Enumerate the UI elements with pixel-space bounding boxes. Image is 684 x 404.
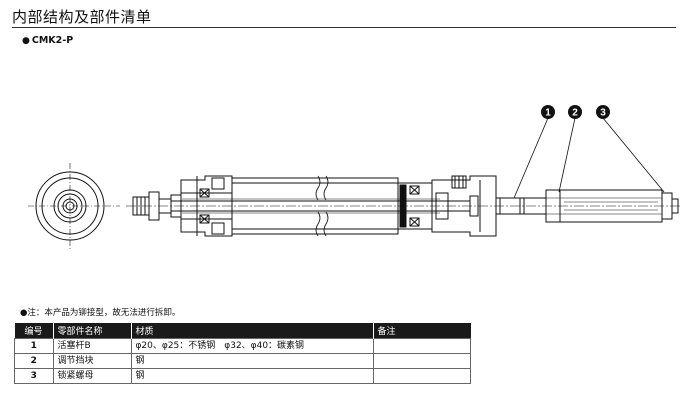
end-view (28, 163, 120, 250)
riveted-note: ●注：本产品为铆接型，故无法进行拆卸。 (20, 308, 181, 318)
cylinder-tube (231, 175, 399, 237)
rod-end-left (132, 191, 182, 221)
header-part-name: 零部件名称 (52, 323, 131, 339)
table-header-row: 编号 零部件名称 材质 备注 (14, 323, 471, 339)
title-rule (12, 27, 676, 28)
lock-nut (661, 192, 679, 220)
model-label: ●CMK2-P (22, 35, 73, 46)
page-title: 内部结构及部件清单 (12, 8, 152, 26)
row-part-name: 锁紧螺母 (52, 368, 132, 384)
row-number: 3 (14, 368, 54, 384)
front-cover (180, 175, 233, 237)
callout-1: 1 (541, 105, 555, 119)
piston-rod (171, 198, 470, 214)
header-number: 编号 (14, 323, 53, 339)
parts-table: 编号 零部件名称 材质 备注 1 活塞杆B φ20、φ25：不锈钢 φ32、φ4… (14, 323, 471, 384)
row-remark (372, 368, 471, 384)
row-number: 2 (14, 353, 54, 369)
svg-text:2: 2 (572, 108, 578, 119)
callout-2: 2 (568, 105, 582, 119)
table-row: 2 调节挡块 钢 (14, 353, 471, 369)
table-row: 3 锁紧螺母 钢 (14, 368, 471, 384)
callout-3: 3 (596, 105, 610, 119)
row-remark (372, 353, 471, 369)
model-code: CMK2-P (31, 35, 74, 46)
svg-text:1: 1 (545, 108, 551, 119)
row-material: 钢 (130, 353, 374, 369)
row-part-name: 活塞杆B (52, 338, 132, 354)
row-remark (372, 338, 471, 354)
table-row: 1 活塞杆B φ20、φ25：不锈钢 φ32、φ40：碳素钢 (14, 338, 471, 354)
row-material: 钢 (130, 368, 374, 384)
row-material: φ20、φ25：不锈钢 φ32、φ40：碳素钢 (130, 338, 374, 354)
row-part-name: 调节挡块 (52, 353, 132, 369)
header-material: 材质 (130, 323, 373, 339)
rear-cover (431, 175, 497, 237)
header-remark: 备注 (372, 323, 471, 339)
row-number: 1 (14, 338, 54, 354)
cylinder-drawing: 1 2 3 (28, 105, 682, 250)
svg-text:3: 3 (600, 108, 606, 119)
bullet-icon: ● (22, 36, 30, 46)
